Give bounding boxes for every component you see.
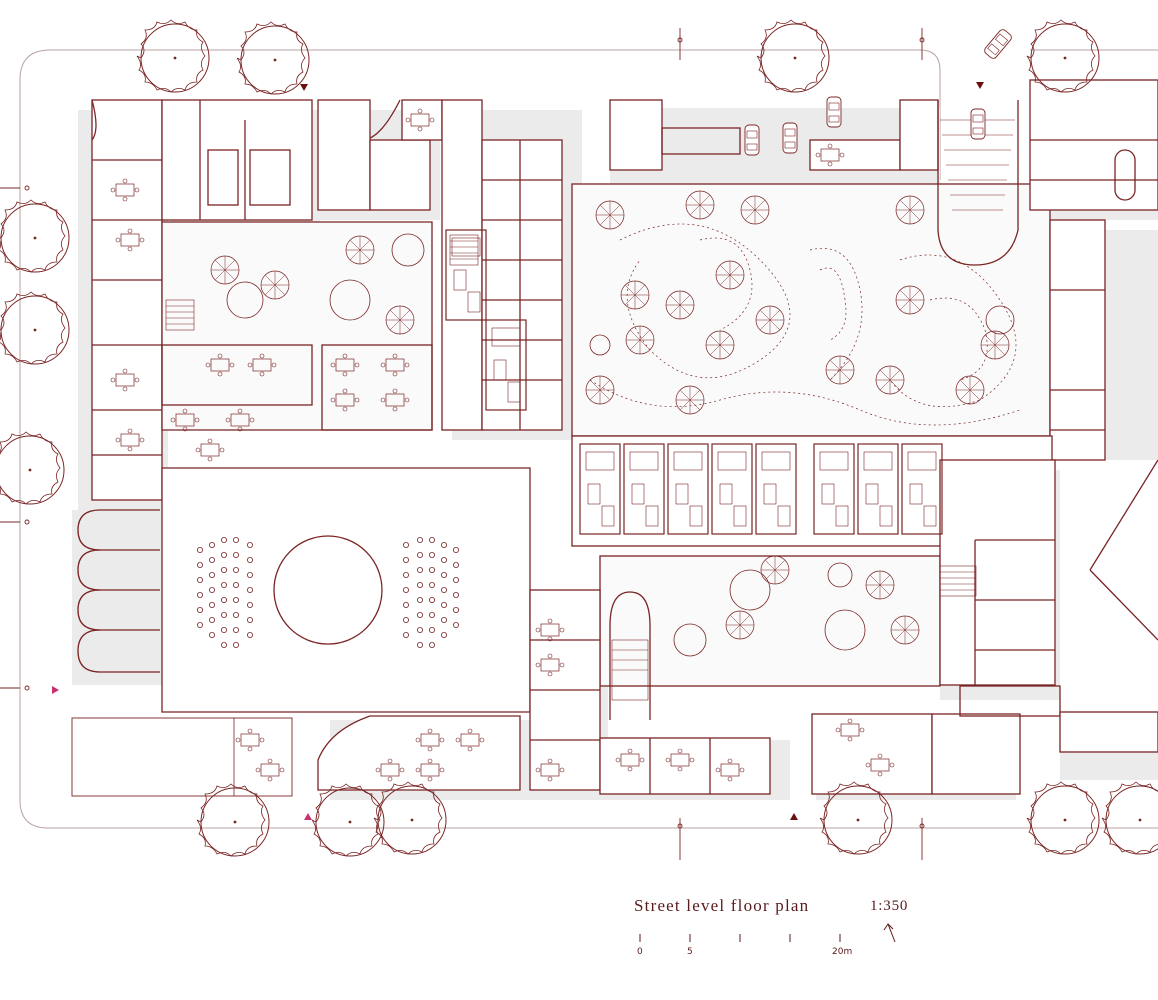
scale-bar [639, 934, 841, 942]
street-lamps [0, 28, 925, 860]
drawing-title: Street level floor plan [634, 896, 810, 915]
courtyard-vegetation [210, 190, 1015, 657]
scale-ratio: 1:350 [870, 898, 909, 914]
scale-label-0: 0 [637, 947, 643, 957]
site-boundary [19, 49, 1158, 829]
north-arrow-icon [883, 923, 896, 943]
entrance-marker-icon [52, 82, 984, 820]
garden-paths [589, 223, 1021, 426]
scale-label-5: 5 [687, 947, 693, 957]
stairs [165, 119, 1015, 701]
scale-label-20m: 20m [832, 947, 853, 957]
building-walls [71, 79, 1158, 797]
